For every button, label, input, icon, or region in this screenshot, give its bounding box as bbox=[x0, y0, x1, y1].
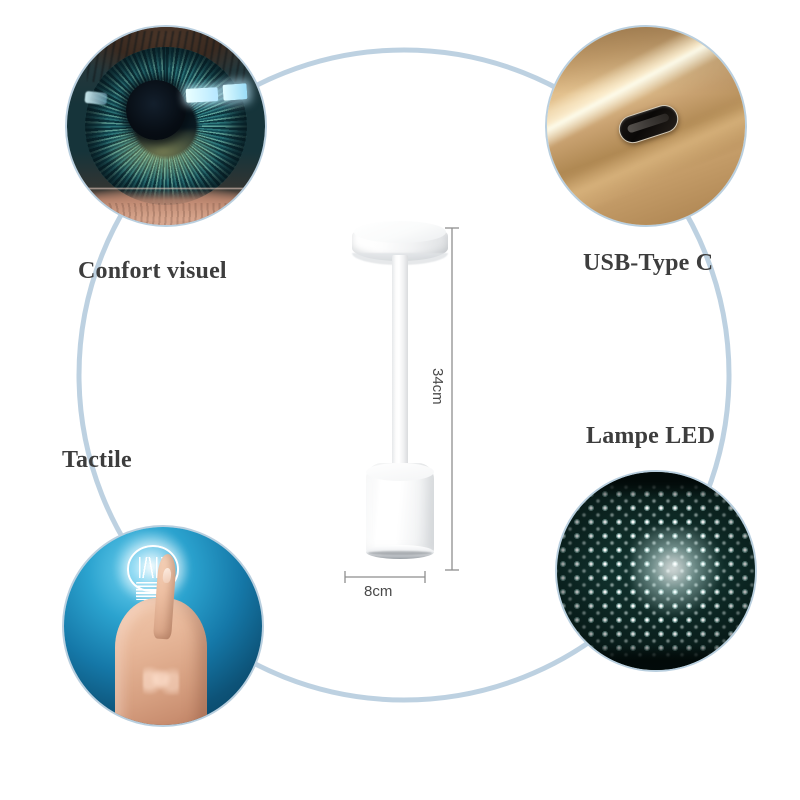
feature-label-usb-type-c: USB-Type C bbox=[583, 250, 714, 276]
feature-image-tactile bbox=[62, 525, 264, 727]
eye-photo bbox=[67, 27, 265, 225]
feature-image-lampe-led bbox=[555, 470, 757, 672]
hand-shape bbox=[115, 553, 207, 725]
feature-image-confort-visuel bbox=[65, 25, 267, 227]
feature-label-confort-visuel: Confort visuel bbox=[78, 258, 227, 284]
usb-c-port-photo bbox=[547, 27, 745, 225]
feature-label-tactile: Tactile bbox=[62, 447, 132, 473]
dimension-width-label: 8cm bbox=[364, 583, 393, 600]
dimension-height-label: 34cm bbox=[429, 368, 446, 405]
touch-hand-photo bbox=[64, 527, 262, 725]
feature-image-usb-type-c bbox=[545, 25, 747, 227]
lamp-stem bbox=[392, 255, 408, 483]
led-array-photo bbox=[557, 472, 755, 670]
feature-label-lampe-led: Lampe LED bbox=[586, 423, 716, 449]
product-lamp-illustration bbox=[330, 215, 470, 575]
